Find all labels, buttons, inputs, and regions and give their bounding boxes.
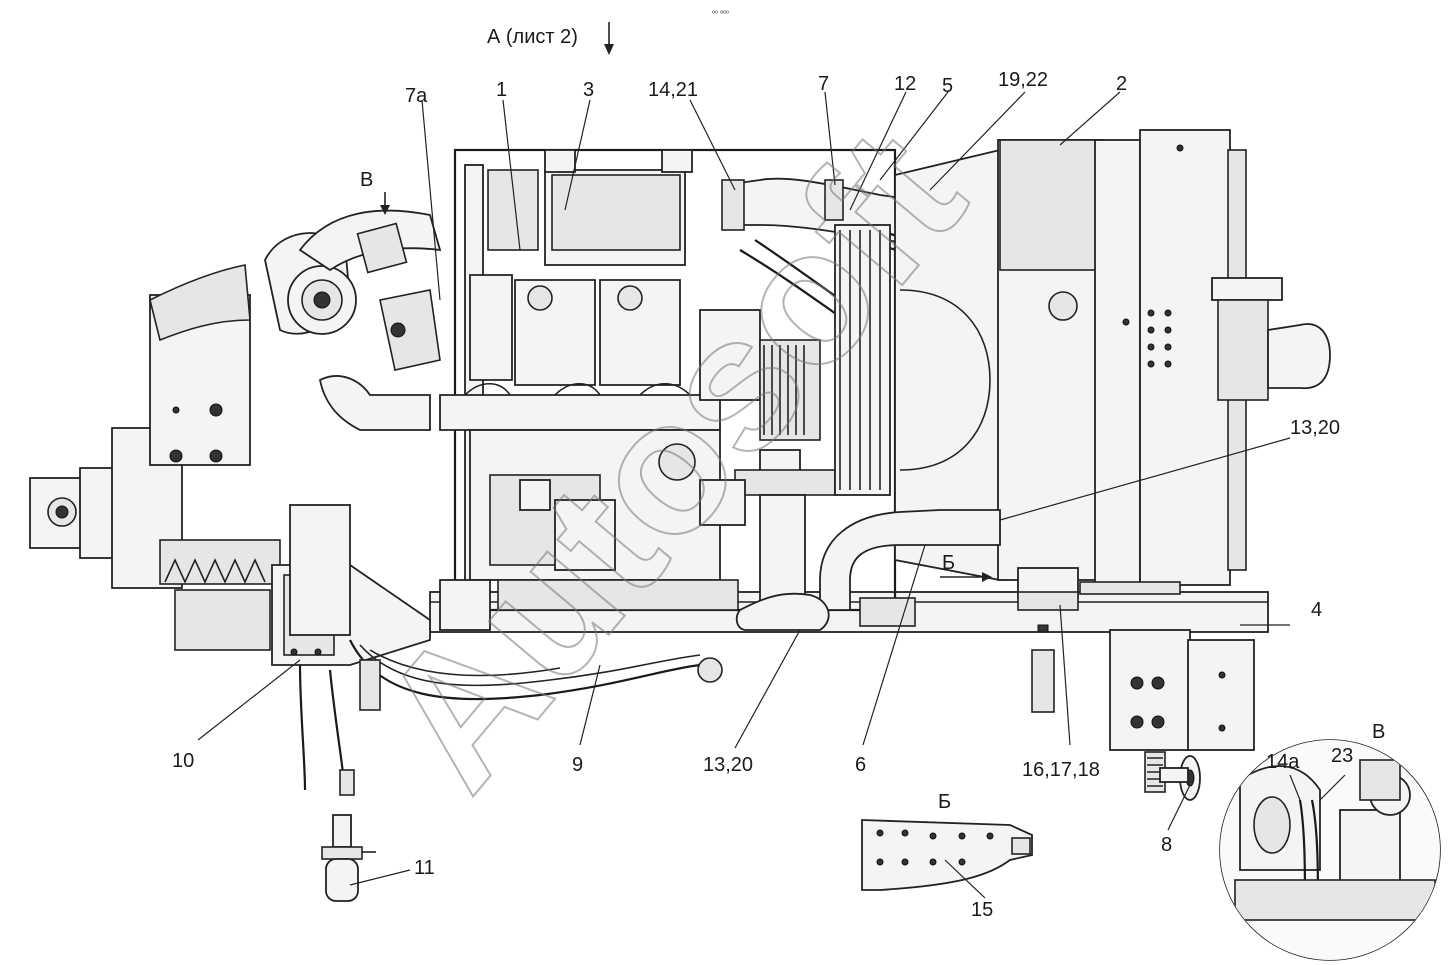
hydraulic-pump [29, 264, 281, 651]
callout-1: 1 [496, 79, 508, 101]
callout-16-17-18: 16,17,18 [1022, 759, 1100, 781]
callout-6: 6 [855, 754, 867, 776]
view-v-arrow [380, 192, 390, 215]
callout-8: 8 [1161, 834, 1173, 856]
callout-13-20-bottom: 13,20 [703, 754, 754, 776]
top-mark: ºº ººº [712, 9, 729, 18]
callout-2: 2 [1116, 73, 1128, 95]
view-b-label: Б [938, 791, 952, 813]
callout-15: 15 [971, 899, 994, 921]
view-a-arrow [604, 22, 614, 55]
callout-10: 10 [172, 750, 195, 772]
part-11-sensor [321, 814, 376, 902]
pulley-8 [1144, 751, 1201, 801]
callout-19-22: 19,22 [998, 69, 1049, 91]
bracket-10 [271, 504, 431, 666]
wiring-harness [298, 639, 723, 796]
callout-14a: 14а [1266, 751, 1300, 773]
view-b-arrow [940, 572, 992, 582]
callout-v: В [360, 169, 374, 191]
callout-14-21: 14,21 [648, 79, 699, 101]
leader-lines [197, 91, 1346, 899]
detail-view-v [1219, 739, 1441, 961]
callout-3: 3 [583, 79, 595, 101]
callout-5: 5 [942, 75, 954, 97]
callout-7: 7 [818, 73, 830, 95]
view-b-plate-15 [861, 819, 1033, 891]
callout-11: 11 [414, 857, 435, 879]
radiator-assembly [834, 129, 1331, 599]
callout-12: 12 [894, 73, 917, 95]
coolant-pipe [735, 509, 1079, 631]
turbocharger [264, 209, 442, 431]
view-a-label: А (лист 2) [487, 26, 578, 48]
callout-23: 23 [1331, 745, 1354, 767]
callout-4: 4 [1311, 599, 1323, 621]
callout-9: 9 [572, 754, 584, 776]
view-v-label: В [1372, 721, 1386, 743]
view-b-arrow-label: Б [942, 552, 956, 574]
callout-7a: 7а [405, 85, 428, 107]
engine-block [439, 148, 897, 631]
callout-13-20-right: 13,20 [1290, 417, 1341, 439]
